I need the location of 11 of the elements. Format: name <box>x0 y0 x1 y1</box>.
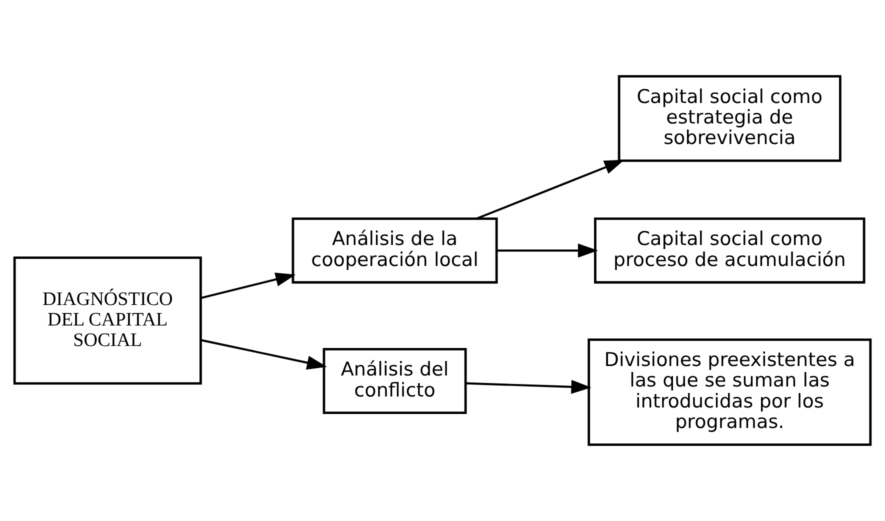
node-box: Capital social como proceso de acumulación <box>594 218 866 284</box>
arrow <box>201 272 296 299</box>
node-box: Análisis de la cooperación local <box>292 218 498 284</box>
arrow <box>476 160 624 220</box>
arrow <box>201 339 327 370</box>
node-box: DIAGNÓSTICO DEL CAPITAL SOCIAL <box>13 256 202 385</box>
node-box: Análisis del conflicto <box>322 348 467 414</box>
arrow <box>496 244 598 258</box>
node-box: Divisiones preexistentes a las que se suman las introducidas por los programas. <box>588 338 872 446</box>
arrow <box>466 380 592 394</box>
node-box: Capital social como estrategia de sobrevivencia <box>618 75 842 162</box>
